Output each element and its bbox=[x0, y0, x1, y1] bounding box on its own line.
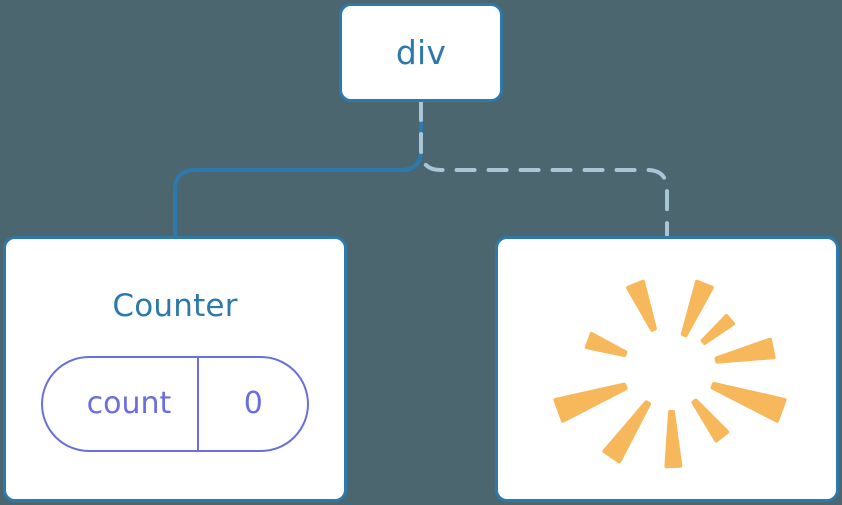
node-counter-label: Counter bbox=[112, 288, 238, 324]
prop-value: 0 bbox=[243, 386, 263, 421]
sparkle-ray-0 bbox=[680, 279, 714, 338]
prop-divider bbox=[197, 358, 200, 450]
sparkle-ray-4 bbox=[691, 398, 730, 443]
node-div-label: div bbox=[395, 33, 447, 72]
sparkle-ray-1 bbox=[700, 314, 735, 345]
sparkle-burst-icon bbox=[553, 279, 787, 469]
sparkle-ray-9 bbox=[626, 279, 657, 332]
prop-pill-count[interactable]: count 0 bbox=[40, 356, 310, 452]
sparkle-ray-7 bbox=[553, 382, 628, 423]
edge-root-to-sparkle bbox=[419, 100, 669, 238]
node-counter[interactable]: Counter count 0 bbox=[3, 236, 347, 502]
edge-root-to-counter bbox=[173, 100, 423, 238]
sparkle-ray-2 bbox=[714, 337, 776, 364]
sparkle-ray-8 bbox=[584, 332, 628, 357]
node-sparkle[interactable] bbox=[495, 236, 839, 502]
prop-key: count bbox=[86, 386, 172, 421]
sparkle-ray-5 bbox=[664, 409, 683, 469]
sparkle-ray-6 bbox=[602, 400, 651, 464]
node-div[interactable]: div bbox=[339, 3, 503, 102]
sparkle-ray-3 bbox=[710, 381, 787, 423]
